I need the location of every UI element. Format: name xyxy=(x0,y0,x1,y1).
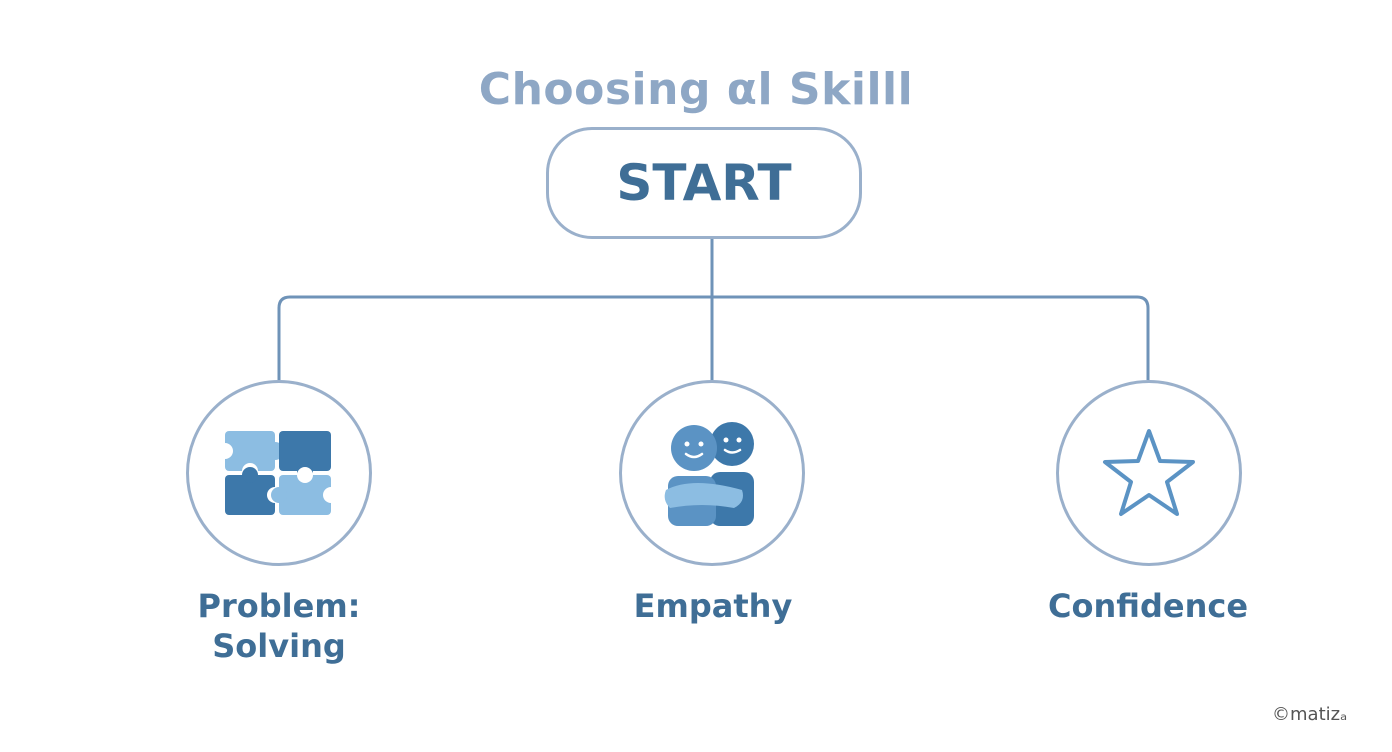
puzzle-icon xyxy=(223,427,335,519)
problem-solving-label-line2: Solving xyxy=(212,627,346,665)
confidence-node[interactable] xyxy=(1056,380,1242,566)
hug-icon xyxy=(662,418,762,528)
empathy-node[interactable] xyxy=(619,380,805,566)
diagram-title: Choosing αl Skilll xyxy=(478,64,914,115)
start-node[interactable]: START xyxy=(546,127,862,239)
empathy-label: Empathy xyxy=(633,587,793,625)
start-label: START xyxy=(616,154,792,212)
watermark: ©matizₐ xyxy=(1272,704,1348,725)
star-icon xyxy=(1099,425,1199,521)
problem-solving-node[interactable] xyxy=(186,380,372,566)
problem-solving-label: Problem: Solving xyxy=(129,586,429,666)
confidence-label: Confidence xyxy=(1047,587,1249,625)
branch-bar-line xyxy=(277,295,1150,380)
problem-solving-label-line1: Problem: xyxy=(197,587,361,625)
